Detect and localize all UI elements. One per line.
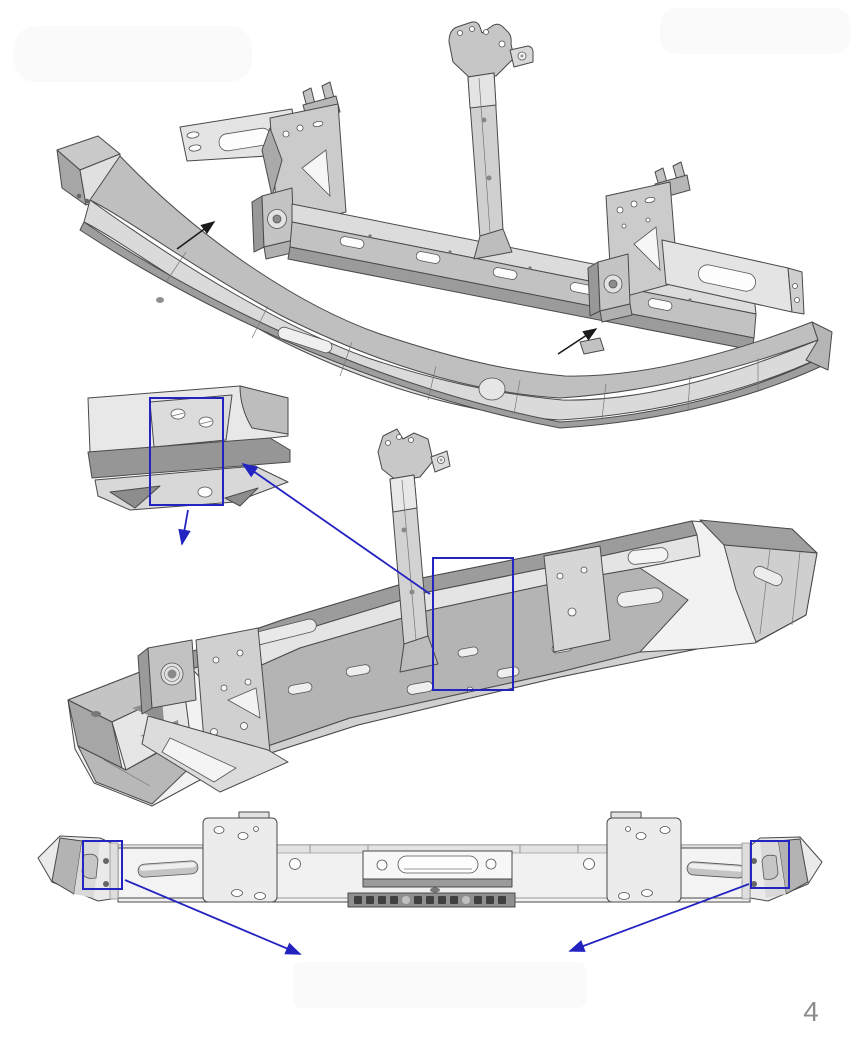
detail-inset [87,385,291,511]
right-end-cap [699,519,818,643]
highlight-box-inset [149,397,224,506]
blue-annotations [82,397,790,955]
center-support-bracket [448,21,534,260]
faint-watermarks [14,8,850,1008]
middle-assembled-view [67,428,818,807]
right-wing-bracket [661,239,805,315]
right-frame-tower [606,811,682,903]
left-frame-tower [202,811,278,903]
top-exploded-view [56,21,833,429]
black-arrow-left [176,221,216,250]
right-wing-panel [680,847,751,899]
winch-plate [362,850,513,888]
left-tower-mount [137,627,289,793]
blue-arrow-bottom-left [124,879,302,955]
left-end-cap-front [37,835,119,902]
highlight-box-bottom-right [750,840,790,889]
black-arrow-right [557,328,598,355]
lower-skirt [257,648,698,758]
blue-arrow-inset-down [178,509,191,546]
bottom-front-view [37,811,823,908]
blue-arrow-bottom-right [568,883,750,952]
beam-panel-seams [165,251,759,419]
highlight-box-bottom-left [82,840,123,890]
perforated-strip [347,887,516,908]
center-strap-bracket [377,428,451,673]
left-tower-bracket [251,81,347,260]
right-tower-bracket [587,161,691,323]
right-end-cap-front [741,836,823,902]
black-pointer-arrows [176,221,598,355]
right-mid-bracket [543,545,664,653]
bumper-beam [56,135,833,429]
highlight-box-middle [432,557,514,691]
fairlead-slot [397,855,479,874]
blue-arrow-to-inset [241,462,431,595]
page-number: 4 [803,996,819,1027]
left-wing-panel [117,847,204,899]
